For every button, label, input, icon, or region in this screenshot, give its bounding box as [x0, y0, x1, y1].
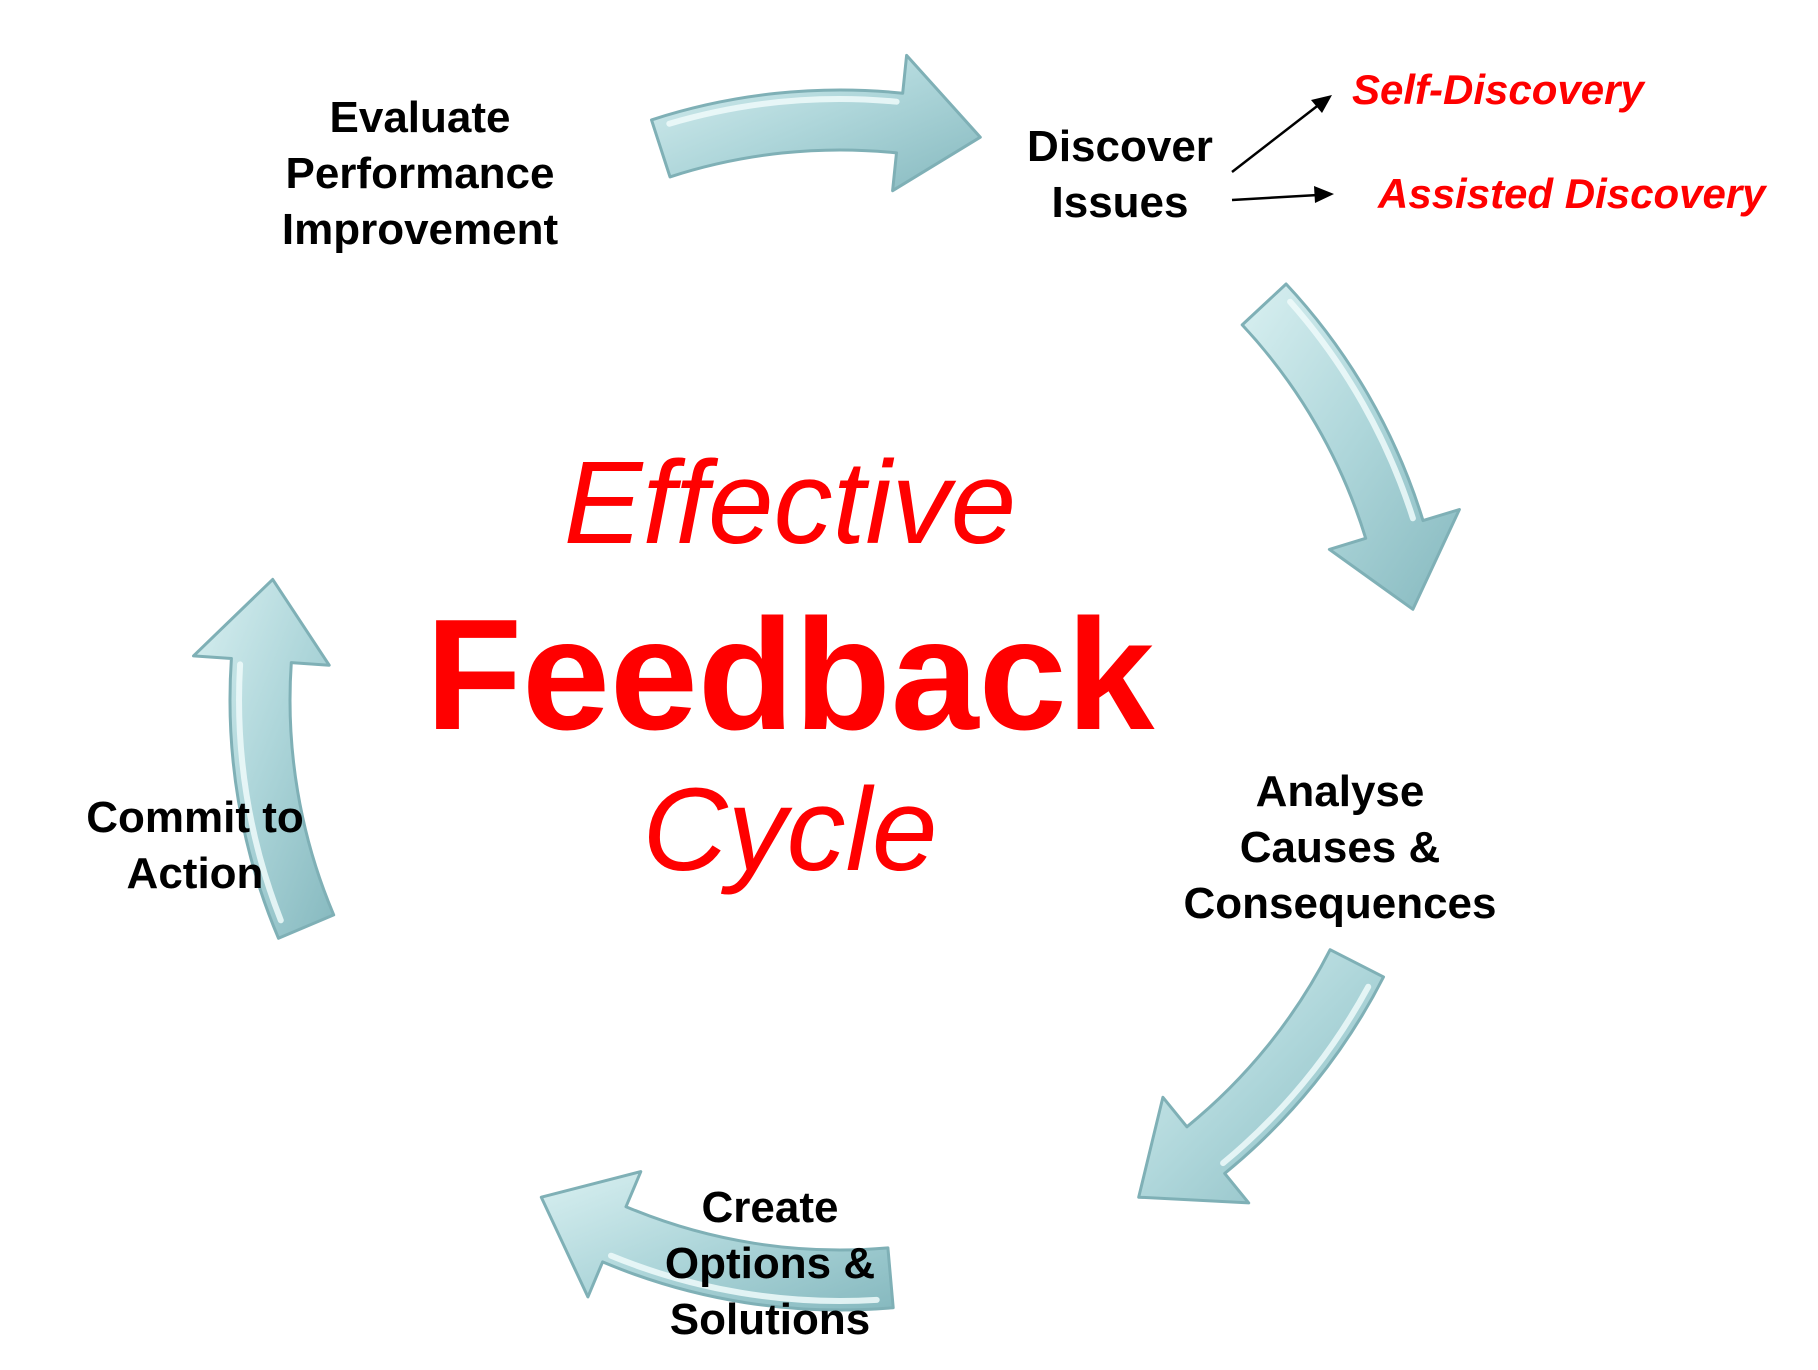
stage-commit: Commit to Action	[60, 790, 330, 902]
stage-commit-line-1: Commit to	[86, 793, 304, 842]
arrow-create-to-commit-highlight	[608, 1252, 880, 1305]
stage-analyse-line-1: Analyse	[1255, 767, 1425, 816]
pointer-arrow-assisted	[1231, 193, 1319, 202]
title-feedback: Feedback	[425, 587, 1155, 763]
title-cycle: Cycle	[642, 764, 938, 896]
pointer-arrow-assisted-head	[1314, 186, 1334, 203]
stage-discover-line-2: Issues	[1051, 178, 1189, 227]
arrow-discover-to-analyse	[1240, 282, 1461, 611]
pointer-arrow-self-head	[1311, 95, 1332, 113]
arrow-analyse-to-create-highlight	[1220, 983, 1372, 1167]
stage-commit-line-2: Action	[126, 849, 264, 898]
arrow-evaluate-to-discover	[650, 53, 982, 193]
stage-create: Create Options & Solutions	[600, 1180, 940, 1348]
arrow-commit-to-evaluate-highlight	[236, 661, 284, 924]
stage-create-line-1: Create	[701, 1183, 839, 1232]
arrow-create-to-commit	[539, 1170, 895, 1312]
stage-analyse: Analyse Causes & Consequences	[1150, 764, 1530, 932]
stage-create-line-3: Solutions	[669, 1295, 871, 1344]
discovery-assisted: Assisted Discovery	[1378, 170, 1766, 217]
stage-evaluate: Evaluate Performance Improvement	[240, 90, 600, 258]
stage-evaluate-line-1: Evaluate	[329, 93, 511, 142]
arrow-discover-to-analyse-highlight	[1287, 298, 1416, 522]
stage-discover-line-1: Discover	[1027, 122, 1213, 171]
stage-evaluate-line-3: Improvement	[281, 205, 559, 254]
stage-discover: Discover Issues	[1000, 119, 1240, 231]
stage-analyse-line-2: Causes &	[1239, 823, 1441, 872]
stage-create-line-2: Options &	[664, 1239, 876, 1288]
arrow-evaluate-to-discover-highlight	[666, 96, 900, 127]
title-effective: Effective	[563, 437, 1017, 569]
arrow-analyse-to-create	[1137, 948, 1385, 1205]
discovery-self: Self-Discovery	[1352, 66, 1644, 113]
arrow-commit-to-evaluate	[192, 577, 336, 940]
stage-evaluate-line-2: Performance	[285, 149, 555, 198]
pointer-arrow-self	[1231, 99, 1326, 173]
stage-analyse-line-3: Consequences	[1183, 879, 1497, 928]
